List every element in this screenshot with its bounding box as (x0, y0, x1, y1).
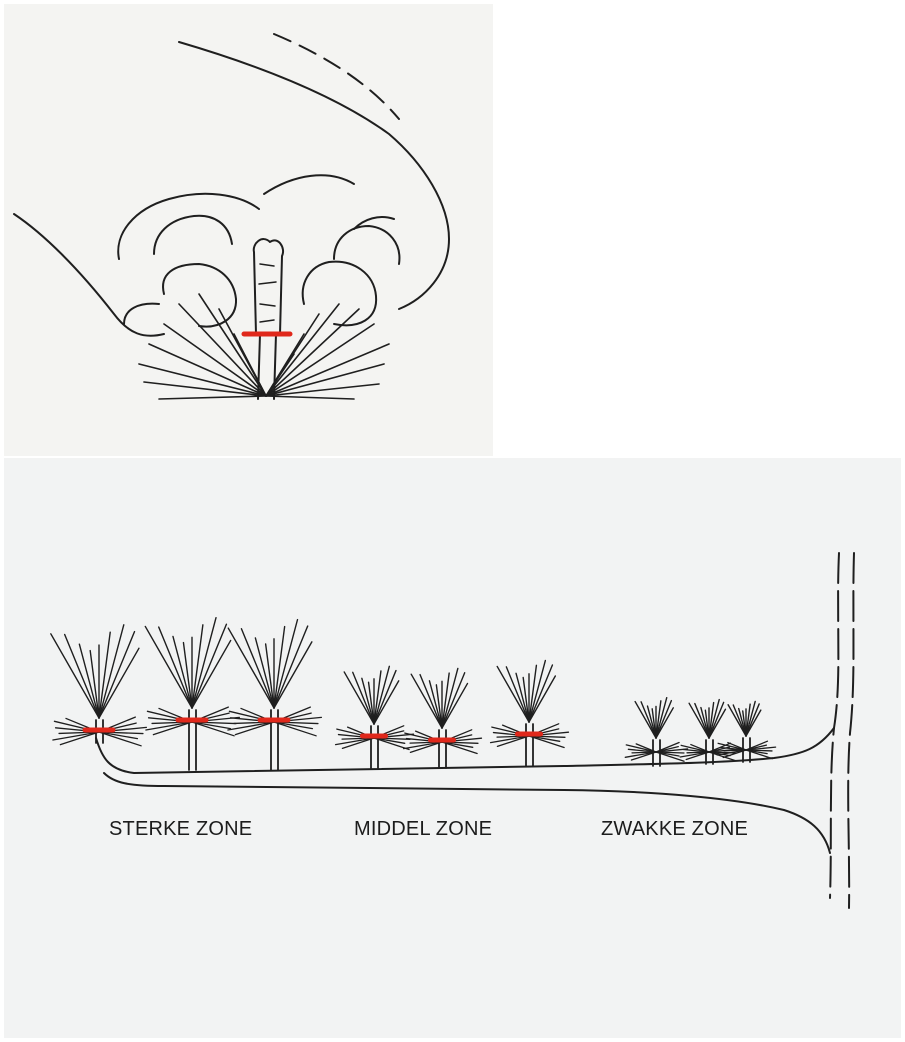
candle-needle (411, 674, 442, 728)
shoot-cluster (228, 620, 322, 770)
shoot-cluster (717, 701, 775, 762)
candle-needle (274, 620, 298, 708)
candle-needle (656, 698, 667, 738)
candle-needle (374, 666, 389, 724)
candle-needle (442, 683, 468, 728)
candle-needle (709, 700, 719, 738)
pine-candle (254, 239, 283, 334)
branch-bottom-edge (104, 773, 830, 853)
shoot-cluster (491, 661, 569, 766)
candle-needle (192, 618, 216, 708)
candle-needle (497, 666, 529, 722)
left-fingertip (124, 304, 159, 324)
candle-needle (429, 681, 442, 728)
shoot-cluster (336, 666, 414, 768)
candle-needle (99, 648, 139, 718)
candle-needle (516, 673, 529, 722)
shoot-cluster (145, 618, 239, 770)
pinching-illustration-panel (4, 4, 493, 456)
candle-needle (529, 676, 555, 722)
candle-needle (529, 661, 545, 722)
shoot-cluster (404, 668, 482, 768)
spread-needle (99, 732, 141, 746)
candle-needle (255, 638, 274, 708)
left-finger-1 (154, 216, 232, 254)
candle-needle (344, 672, 374, 724)
shoot-cluster (51, 625, 147, 746)
zone-label-middle: MIDDEL ZONE (354, 818, 492, 841)
left-hand-back (118, 194, 259, 259)
spread-needle (153, 722, 192, 735)
candle-texture (259, 264, 276, 322)
spread-needle (60, 732, 99, 745)
right-hand-back (264, 175, 354, 194)
shoot-clusters (51, 618, 776, 770)
right-thumb (303, 262, 376, 326)
candle-needle (192, 640, 231, 708)
candle-needle (99, 625, 124, 718)
right-arm-shade (274, 34, 399, 119)
candle-needle (274, 642, 312, 708)
candle-needle (442, 668, 458, 728)
candle-needle (635, 702, 656, 738)
trunk (830, 553, 854, 908)
candle-needle (51, 634, 99, 718)
needle-fan (139, 294, 389, 399)
left-arm-outline (14, 214, 164, 336)
spread-needle (274, 722, 316, 736)
shoot-cluster (625, 698, 687, 766)
candle-needle (362, 678, 374, 724)
candle-needle (228, 628, 274, 708)
candle-needle (173, 636, 192, 708)
candle-needle (79, 644, 99, 718)
spread-needle (192, 722, 234, 736)
branch-zones-panel: STERKE ZONE MIDDEL ZONE ZWAKKE ZONE (4, 458, 901, 1038)
zone-label-weak: ZWAKKE ZONE (601, 818, 748, 841)
right-finger-1 (334, 226, 399, 264)
candle-needle (145, 626, 192, 708)
candle-needle (374, 681, 399, 724)
shoot-cluster (680, 700, 738, 764)
zone-label-strong: STERKE ZONE (109, 818, 252, 841)
candle-needle (689, 703, 709, 738)
spread-needle (235, 722, 274, 735)
branch-drawing (4, 458, 901, 1038)
hands-pinching-candle-drawing (4, 4, 493, 456)
